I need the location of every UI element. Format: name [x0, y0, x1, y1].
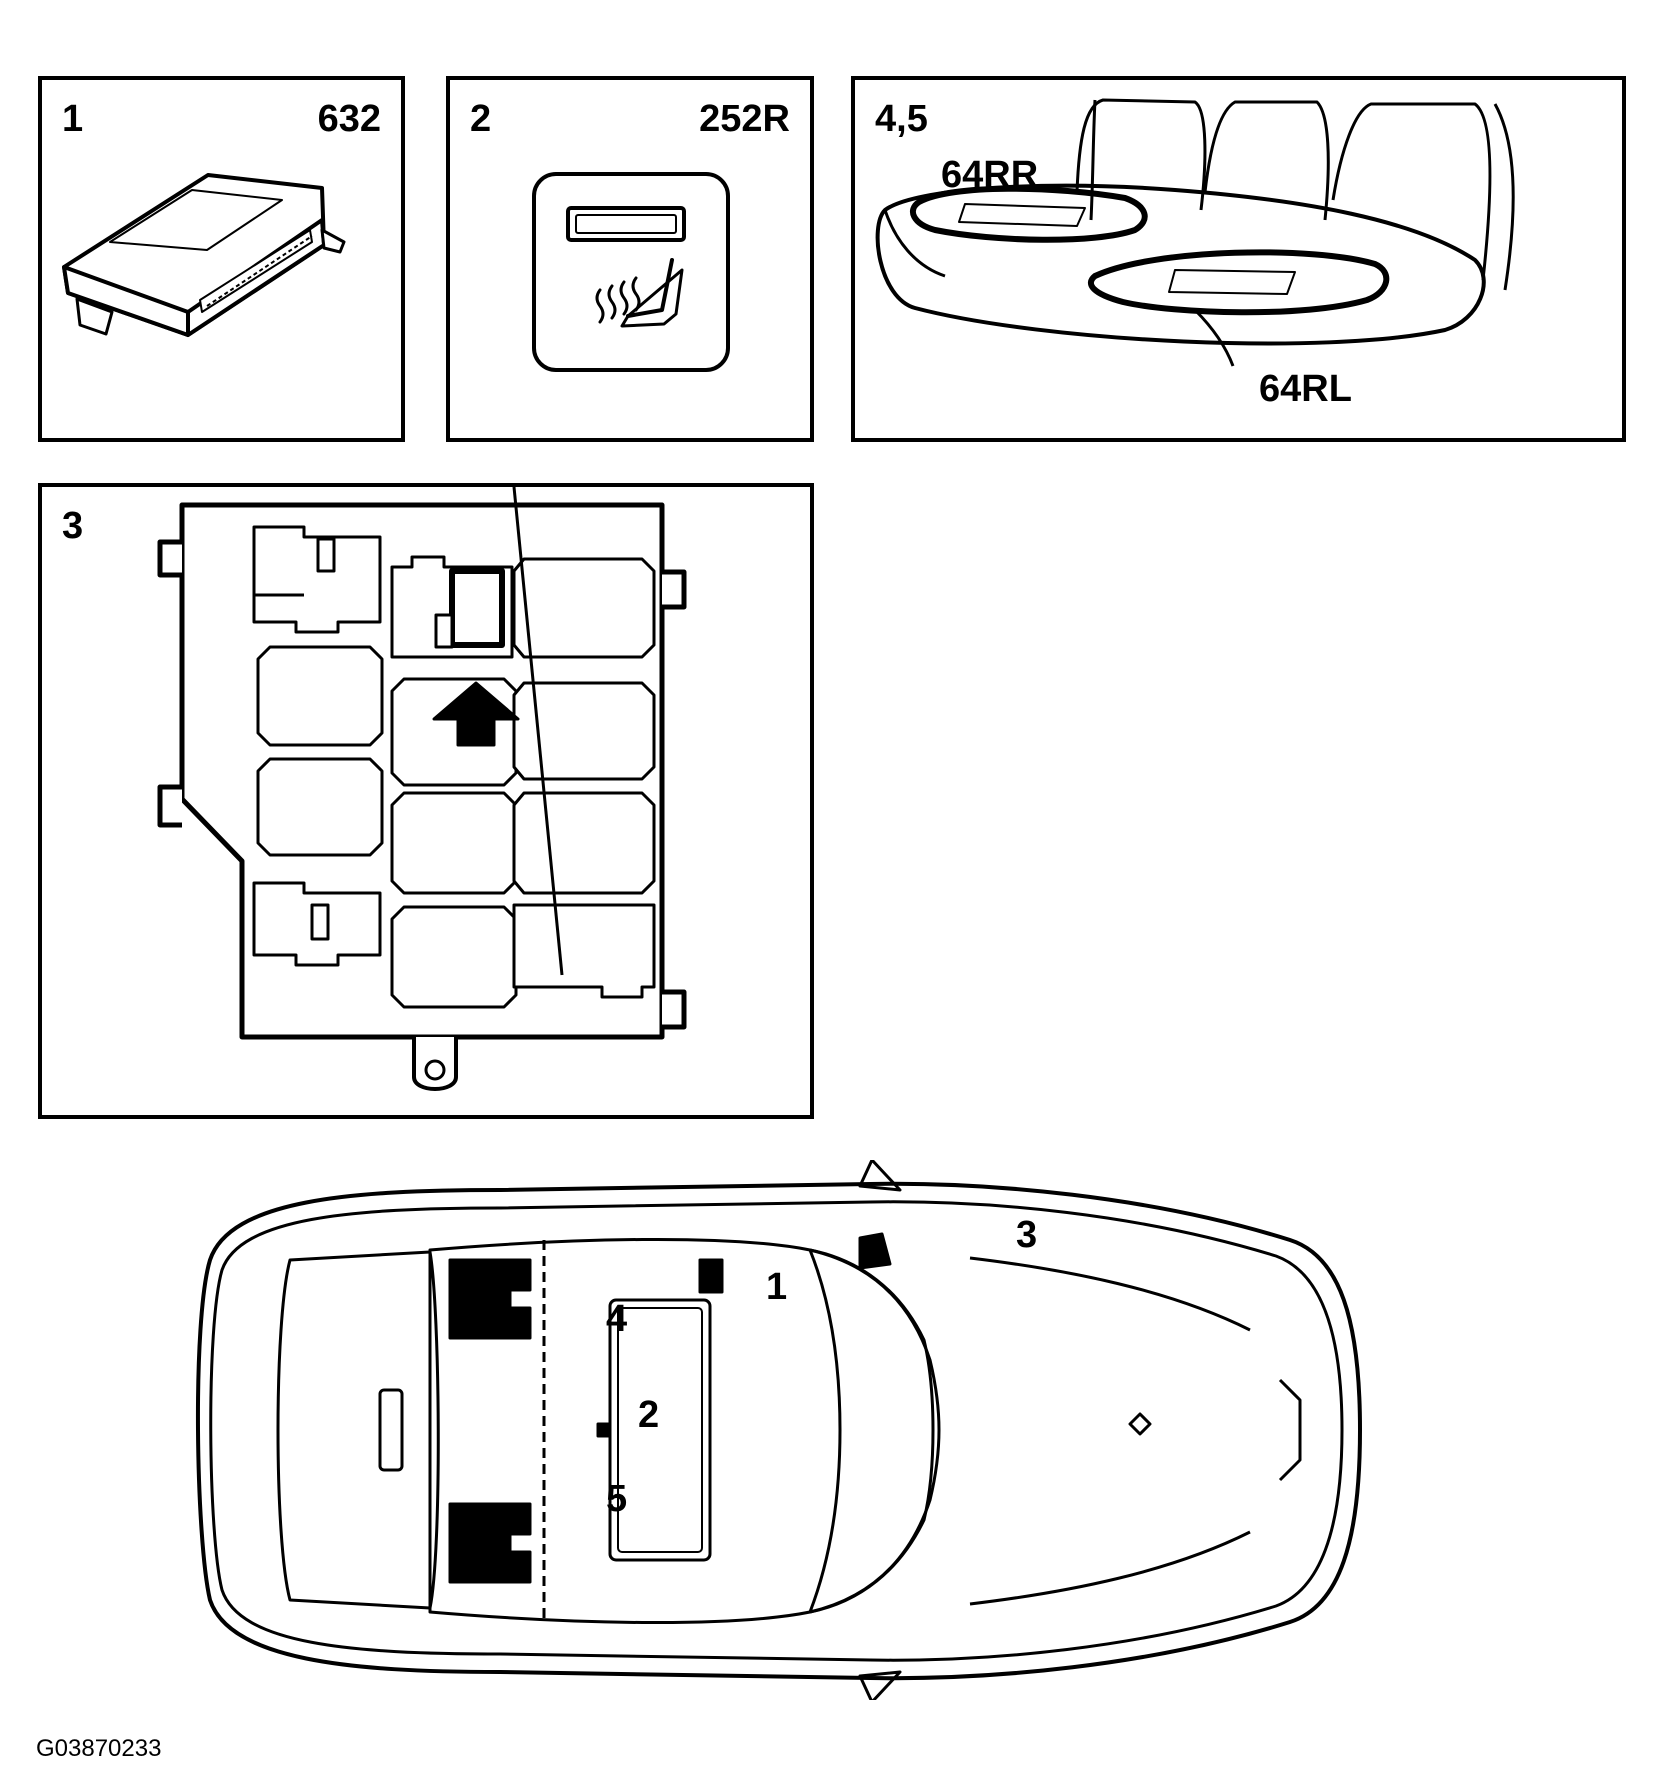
arrow-up-icon [432, 681, 520, 747]
panel-index: 4,5 [875, 98, 928, 140]
rear-seat-heating-pad-icon [875, 98, 1515, 367]
component-code: 632 [317, 98, 381, 140]
car-callout-1: 1 [766, 1266, 788, 1308]
label-64RL: 64RL [1259, 368, 1352, 410]
car-callout-2: 2 [638, 1394, 660, 1436]
car-top-view-icon [195, 1160, 1362, 1700]
car-callout-3: 3 [1016, 1214, 1038, 1256]
panel-relay-box: 3 511 [38, 483, 814, 1119]
control-module-icon [62, 173, 346, 337]
seat-heater-switch-icon [532, 172, 730, 372]
panel-index: 1 [62, 98, 84, 140]
car-callout-4: 4 [606, 1298, 628, 1340]
panel-rear-seat-heating: 4,5 64RR 64RL [851, 76, 1626, 442]
figure-id: G03870233 [36, 1735, 162, 1762]
panel-index: 2 [470, 98, 492, 140]
car-callout-5: 5 [606, 1478, 628, 1520]
panel-seat-heater-switch: 2 252R [446, 76, 814, 442]
component-code: 252R [699, 98, 790, 140]
relay-box-icon [157, 487, 687, 1091]
panel-control-module: 1 632 [38, 76, 405, 442]
panel-index: 3 [62, 505, 84, 547]
